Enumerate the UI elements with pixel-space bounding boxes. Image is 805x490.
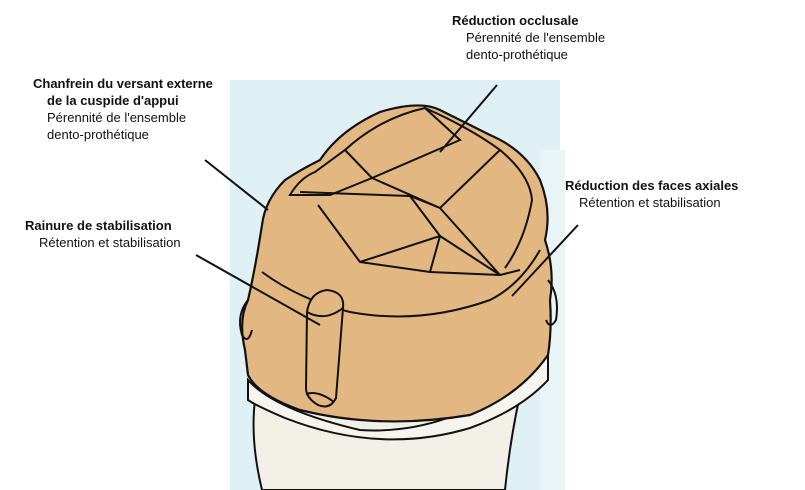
chanfrein-title-line1: Chanfrein du versant externe <box>33 76 213 91</box>
leader-rainure <box>195 254 321 326</box>
chanfrein-subtitle-line2: dento-prothétique <box>47 127 149 142</box>
label-occlusal-reduction: Réduction occlusale Pérennité de l'ensem… <box>452 12 605 63</box>
rainure-subtitle: Rétention et stabilisation <box>39 235 181 250</box>
rainure-title: Rainure de stabilisation <box>25 218 172 233</box>
occlusal-facets <box>288 106 534 277</box>
occlusal-subtitle-line1: Pérennité de l'ensemble <box>466 30 606 45</box>
margin-line <box>261 249 541 318</box>
leader-chanfrein <box>204 159 269 211</box>
axial-title: Réduction des faces axiales <box>565 178 739 193</box>
chanfrein-subtitle-line1: Pérennité de l'ensemble <box>47 110 187 125</box>
groove-bottom <box>305 392 335 403</box>
cervical-band <box>247 352 549 441</box>
occlusal-title: Réduction occlusale <box>452 13 579 28</box>
label-axial-reduction: Réduction des faces axiales Rétention et… <box>565 177 738 211</box>
distal-bump <box>545 279 558 326</box>
stabilization-groove <box>304 288 345 408</box>
occlusal-subtitle-line2: dento-prothétique <box>466 47 568 62</box>
leader-axial <box>511 224 579 297</box>
axial-subtitle: Rétention et stabilisation <box>579 195 721 210</box>
leader-occlusal <box>439 84 498 153</box>
chanfrein-title-line2: de la cuspide d'appui <box>47 93 179 108</box>
groove-top <box>306 307 344 318</box>
label-stabilization-groove: Rainure de stabilisation Rétention et st… <box>25 217 181 251</box>
mesial-bump <box>239 299 253 340</box>
label-chanfrein: Chanfrein du versant externe de la cuspi… <box>33 75 213 143</box>
